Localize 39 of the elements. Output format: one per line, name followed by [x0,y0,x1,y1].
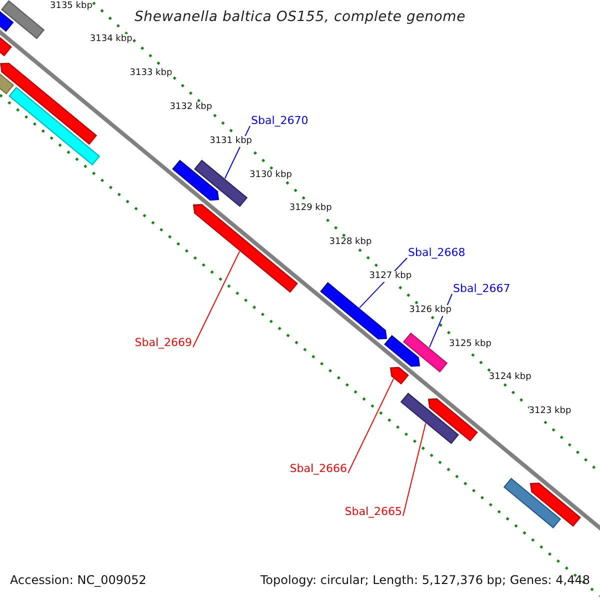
gene-feature [0,62,98,145]
scale-label: 3124 kbp [488,372,532,384]
gene-feature [8,86,100,166]
gene-feature [400,392,460,444]
gene-label: Sbal_2667 [453,282,510,296]
scale-label: 3125 kbp [449,338,492,350]
leader-line [192,250,240,348]
gene-label: Sbal_2666 [290,462,347,476]
gene-feature [0,0,45,40]
scale-label: 3128 kbp [329,237,372,248]
scale-label: 3134 kbp [90,34,132,46]
gene-feature [0,10,14,32]
gene-feature [530,482,581,527]
scale-label: 3130 kbp [250,170,292,180]
scale-label: 3123 kbp [528,406,572,417]
scale-label: 3126 kbp [409,304,452,316]
gene-feature [320,282,388,340]
gene-feature [194,160,248,208]
gene-label: Sbal_2668 [408,246,466,260]
gene-feature [503,478,562,528]
scale-label: 3131 kbp [210,136,252,147]
gene-feature [172,160,220,201]
title: Shewanella baltica OS155, complete genome [133,9,467,26]
gene-label: Sbal_2670 [251,114,308,128]
gene-feature [428,398,478,442]
gene-label: Sbal_2669 [134,336,192,350]
scale-label: 3129 kbp [289,203,332,214]
gene-feature [0,72,14,94]
leader-line [348,378,394,474]
scale-label: 3135 kbp [50,0,92,12]
scale-label: 3127 kbp [369,271,412,282]
scale-label: 3132 kbp [170,102,212,113]
gene-feature [402,332,448,372]
gene-feature [384,334,420,367]
gene-label: Sbal_2665 [344,505,402,518]
scale-label: 3133 kbp [130,68,172,79]
leader-line [402,422,426,516]
accession-note: Accession: NC_009052 [10,572,146,588]
genome-summary: Topology: circular; Length: 5,127,376 bp; Genes: 4,448 [260,572,590,588]
